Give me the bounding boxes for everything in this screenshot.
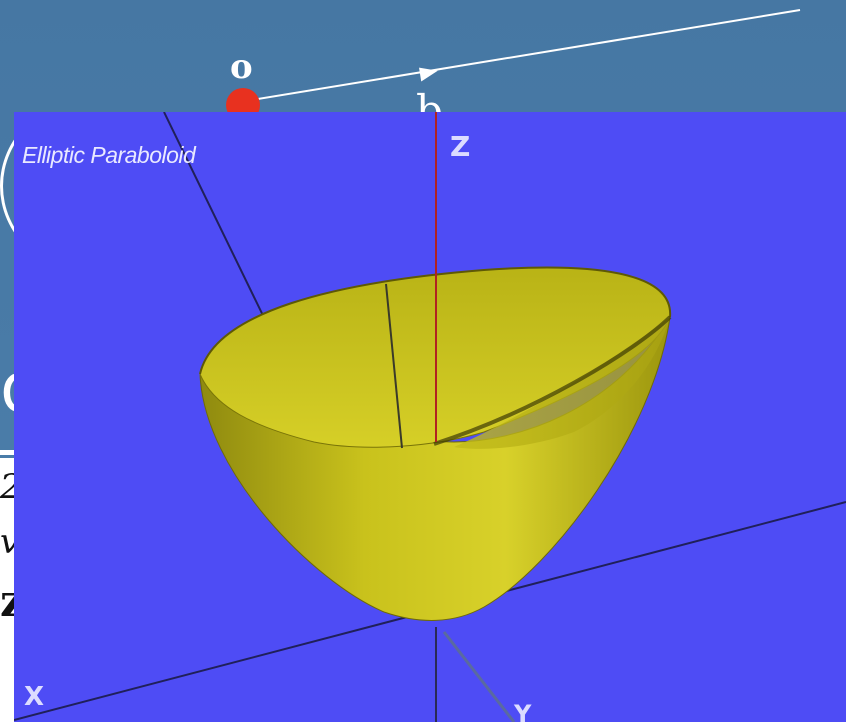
y-axis-back [163,112,273,335]
plot-title: Elliptic Paraboloid [22,142,196,168]
paraboloid-plot: Elliptic Paraboloid Z X Y [14,112,846,722]
origin-label: o [230,47,253,87]
paraboloid-rim-edge [199,266,672,375]
parenthesis-glyph [0,98,186,274]
x-axis-label: X [24,682,45,712]
z-axis-label: Z [450,130,471,163]
y-axis-front [442,631,516,722]
paraboloid-figure [14,112,846,722]
y-axis-inside [385,283,403,449]
paraboloid-inner-shade [454,317,670,449]
y-axis-label: Y [514,700,532,722]
